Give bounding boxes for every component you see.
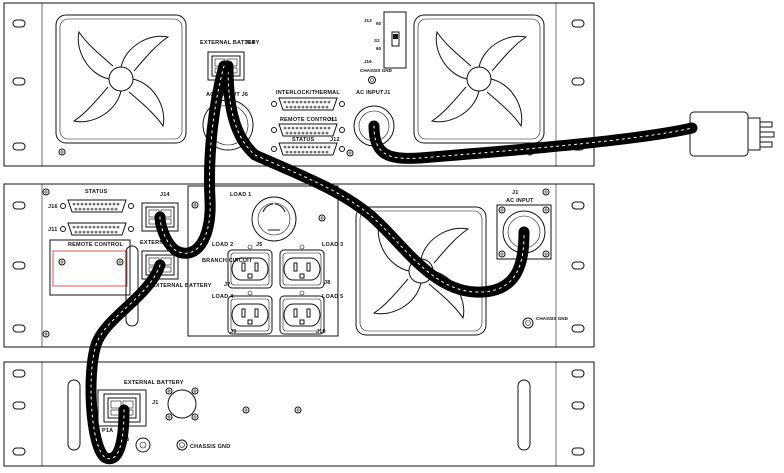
top-j1-label: J1	[384, 90, 391, 96]
battery-cable-top-to-middle	[154, 60, 230, 259]
mid-j10-label: J10	[316, 329, 326, 335]
top-60-label: 60	[376, 46, 382, 51]
top-chassis-gnd-label: CHASSIS GND	[360, 68, 393, 73]
mid-remote-control-label: REMOTE CONTROL	[68, 242, 123, 248]
mid-j7-label: J7	[224, 282, 231, 288]
d-sub-connector-icon	[271, 123, 345, 137]
mid-status-label: STATUS	[85, 189, 108, 195]
twist-lock-outlet-icon	[251, 196, 297, 242]
top-s2-label: S2	[374, 38, 380, 43]
nema-outlet-icon	[227, 244, 273, 289]
ac-plug-icon	[689, 111, 775, 157]
mid-chassis-gnd-label: CHASSIS GND	[536, 316, 569, 321]
d-sub-connector-icon	[271, 142, 345, 156]
p1b-connector-icon	[135, 437, 151, 453]
mid-external-battery-label: EXTERNAL BATTERY	[152, 283, 212, 289]
top-ac-input-label: AC INPUT	[356, 90, 384, 96]
top-unit-panel: EXTERNAL BATTERY J14 AC OUTPUT J6 INTERL…	[3, 2, 595, 167]
top-50-label: 50	[376, 21, 382, 26]
bot-external-battery-label: EXTERNAL BATTERY	[124, 380, 184, 386]
ac-output-to-input-cable	[222, 60, 530, 298]
nema-outlet-icon	[279, 290, 325, 335]
top-remote-control-label: REMOTE CONTROL	[280, 117, 335, 123]
mid-j16-label: J16	[48, 204, 58, 210]
bot-chassis-gnd-label: CHASSIS GND	[190, 444, 230, 450]
top-external-battery-label: EXTERNAL BATTERY	[200, 40, 260, 46]
mid-load1-label: LOAD 1	[230, 192, 251, 198]
mid-j14-label: J14	[160, 192, 171, 198]
nema-outlet-icon	[279, 244, 325, 289]
mid-load5-label: LOAD 5	[322, 294, 343, 300]
top-j16-label: J16	[364, 59, 372, 64]
mid-load3-label: LOAD 3	[322, 242, 343, 248]
mid-j11-label: J11	[48, 227, 57, 233]
remote-control-box: REMOTE CONTROL	[49, 239, 131, 296]
bot-p1a-label: P1A	[102, 428, 113, 434]
mid-branch-circuit-label: BRANCH CIRCUIT	[202, 258, 253, 264]
mid-ac-input-label: AC INPUT	[506, 198, 534, 204]
d-sub-connector-icon	[271, 97, 345, 111]
nema-outlet-icon	[227, 290, 273, 335]
d-sub-connector-icon	[60, 222, 134, 236]
mid-load2-label: LOAD 2	[212, 242, 233, 248]
top-status-label: STATUS	[292, 137, 315, 143]
mid-j1-label: J1	[512, 190, 519, 196]
bot-j1-label: J1	[152, 400, 159, 406]
ground-stud-icon	[522, 317, 534, 329]
power-cable-main	[368, 120, 698, 164]
battery-cable-middle-to-bottom	[85, 259, 166, 465]
fan-icon	[413, 14, 545, 144]
top-j11-label: J11	[328, 117, 337, 123]
d-sub-connector-icon	[60, 199, 134, 213]
top-j14-label: J14	[245, 40, 256, 46]
fan-icon	[55, 14, 187, 144]
middle-unit-panel: STATUS J16 J11 REMOTE CONTROL J14 EXTERN…	[3, 183, 595, 348]
mid-load4-label: LOAD 4	[212, 294, 234, 300]
ground-stud-icon	[176, 439, 188, 451]
top-j12-label: J12	[330, 137, 340, 143]
bottom-unit-panel: EXTERNAL BATTERY J1 P1A P1B CHASSIS GND	[3, 361, 595, 467]
mid-external-label: EXTERNAL	[140, 240, 172, 246]
frequency-switch-block	[383, 11, 407, 69]
top-interlock-label: INTERLOCK/THERMAL	[276, 90, 340, 96]
ground-stud-icon	[368, 76, 376, 84]
mid-j9-label: J9	[230, 329, 237, 335]
top-j13-label: J13	[364, 18, 372, 23]
mid-j5-label: J5	[256, 242, 263, 248]
mid-j8-label: J8	[324, 280, 331, 286]
load-outlet-panel: LOAD 1 J5 LOAD 2 BRANCH CIRCUIT J7 LOAD …	[187, 185, 343, 337]
circular-connector-icon	[165, 387, 199, 421]
